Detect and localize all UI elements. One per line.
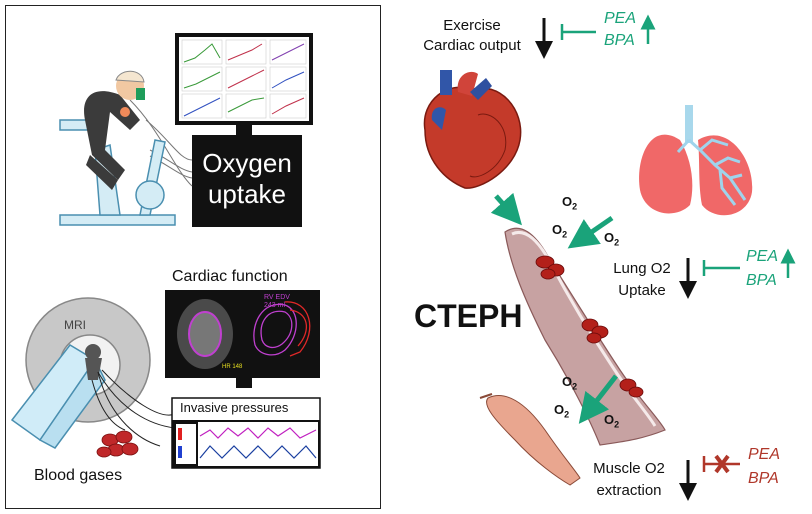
treatment-improves-connectors bbox=[560, 14, 796, 278]
pea-label-lung: PEA bbox=[746, 248, 779, 265]
o2-label: O2 bbox=[562, 194, 578, 212]
o2-label: O2 bbox=[604, 230, 620, 248]
bpa-label-muscle: BPA bbox=[748, 470, 779, 487]
heart-illustration bbox=[423, 70, 522, 189]
o2-label: O2 bbox=[604, 412, 620, 430]
pea-label-cardiac: PEA bbox=[604, 10, 637, 27]
exercise-bike bbox=[59, 119, 176, 226]
muscle-illustration bbox=[479, 393, 581, 486]
cardiac-monitor bbox=[165, 290, 320, 388]
pea-label-muscle: PEA bbox=[748, 446, 781, 463]
invasive-pressures-title: Invasive pressures bbox=[180, 400, 289, 415]
o2-flow-arrows bbox=[490, 192, 618, 424]
bpa-label-cardiac: BPA bbox=[604, 32, 635, 49]
o2-label: O2 bbox=[562, 374, 578, 392]
exercise-monitor bbox=[175, 33, 313, 135]
mri-label: MRI bbox=[64, 318, 86, 332]
blood-cells-icon bbox=[96, 430, 139, 458]
cteph-title: CTEPH bbox=[414, 298, 523, 334]
treatment-no-effect-connector bbox=[702, 454, 740, 474]
bpa-label-lung: BPA bbox=[746, 272, 777, 289]
invasive-pressures-panel bbox=[171, 397, 321, 469]
o2-label: O2 bbox=[552, 222, 568, 240]
blood-gases-label: Blood gases bbox=[34, 467, 123, 484]
cardiac-function-title: Cardiac function bbox=[172, 268, 288, 285]
blood-vessel bbox=[504, 227, 666, 446]
oxygen-uptake-box bbox=[192, 135, 302, 227]
methods-panel bbox=[5, 5, 381, 509]
hr-readout: HR 148 bbox=[222, 364, 243, 370]
lungs-illustration bbox=[639, 105, 753, 216]
mri-scanner bbox=[10, 297, 151, 449]
cyclist bbox=[84, 70, 145, 190]
o2-label: O2 bbox=[554, 402, 570, 420]
